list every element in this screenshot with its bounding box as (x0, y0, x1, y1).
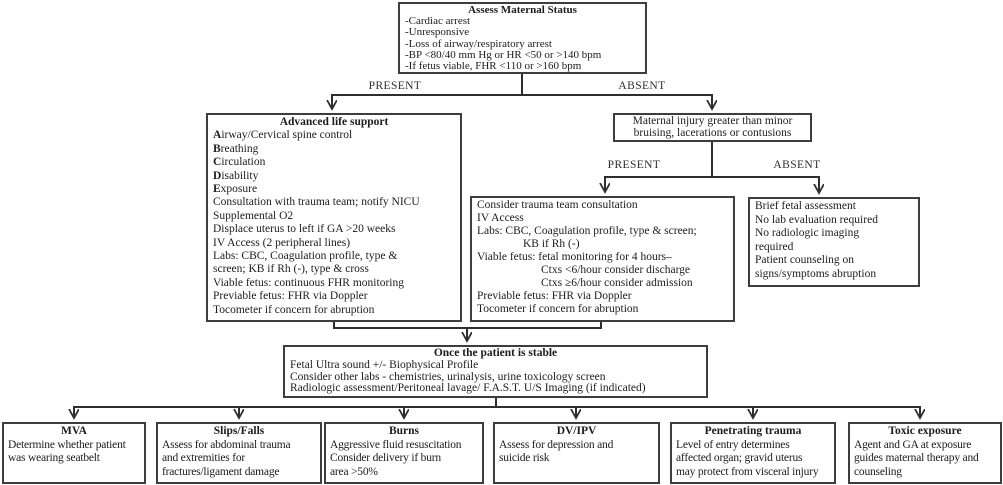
als-line: IV Access (2 peripheral lines) (213, 236, 351, 249)
outcome-line: Determine whether patient (8, 438, 126, 451)
assess-line: -BP <80/40 mm Hg or HR <50 or >140 bpm (405, 48, 602, 61)
als-line: Supplemental O2 (213, 209, 294, 222)
outcome-box-burns: Burns Aggressive fluid resuscitation Con… (324, 422, 484, 484)
outcome-box-penetrating-trauma: Penetrating trauma Level of entry determ… (670, 422, 836, 484)
als-line: Exposure (213, 183, 258, 196)
outcome-title: Burns (388, 425, 420, 437)
outcome-line: suicide risk (499, 452, 550, 464)
consult-line: Previable fetus: FHR via Doppler (477, 290, 632, 302)
outcome-line: Aggressive fluid resuscitation (330, 438, 462, 451)
outcome-line: and extremities for (162, 452, 246, 464)
advanced-life-support-box: Advanced life support Airway/Cervical sp… (206, 113, 462, 322)
outcome-box-mva: MVA Determine whether patient was wearin… (2, 422, 146, 484)
brief-line: signs/symptoms abruption (755, 267, 877, 280)
stable-line: Radiologic assessment/Peritoneal lavage/… (290, 382, 646, 395)
consult-line: Tocometer if concern for abruption (477, 303, 639, 315)
als-line: Consultation with trauma team; notify NI… (213, 196, 420, 209)
consult-line: Labs: CBC, Coagulation profile, type & s… (477, 225, 697, 237)
assess-title: Assess Maternal Status (468, 4, 577, 16)
outcome-title: Penetrating trauma (704, 425, 802, 437)
assess-line: -Unresponsive (405, 26, 470, 39)
brief-fetal-assessment-box: Brief fetal assessment No lab evaluation… (748, 197, 920, 287)
outcome-line: counseling (854, 465, 902, 478)
assess-line: -Loss of airway/respiratory arrest (405, 37, 552, 50)
als-line: Displace uterus to left if GA >20 weeks (213, 223, 396, 236)
brief-line: No lab evaluation required (755, 213, 878, 226)
assess-line: -If fetus viable, FHR <110 or >160 bpm (405, 60, 582, 73)
outcome-line: guides maternal therapy and (854, 452, 979, 464)
stable-line: Fetal Ultra sound +/- Biophysical Profil… (290, 358, 479, 371)
brief-line: Brief fetal assessment (755, 200, 856, 212)
stable-line: Consider other labs - chemistries, urina… (290, 370, 606, 383)
outcome-title: Slips/Falls (213, 425, 265, 437)
als-line: Tocometer if concern for abruption (213, 303, 375, 316)
present-label-injury: PRESENT (607, 159, 661, 171)
outcome-line: fractures/ligament damage (162, 465, 280, 478)
present-label-top: PRESENT (368, 80, 422, 92)
maternal-injury-line: bruising, lacerations or contusions (633, 127, 792, 139)
maternal-injury-line: Maternal injury greater than minor (632, 115, 793, 127)
outcome-title: DV/IPV (556, 425, 597, 437)
consult-line: IV Access (477, 212, 524, 224)
brief-line: Patient counseling on (755, 254, 855, 267)
outcome-box-toxic-exposure: Toxic exposure Agent and GA at exposure … (848, 422, 1002, 484)
stable-title: Once the patient is stable (433, 347, 558, 359)
outcome-title: Toxic exposure (888, 425, 962, 437)
als-title: Advanced life support (279, 116, 389, 128)
consult-line: Viable fetus: fetal monitoring for 4 hou… (477, 251, 672, 263)
assess-line: -Cardiac arrest (405, 15, 471, 28)
outcome-line: area >50% (330, 465, 378, 478)
outcome-line: may protect from visceral injury (676, 465, 819, 478)
als-line: Airway/Cervical spine control (213, 129, 353, 142)
outcome-line: Assess for abdominal trauma (162, 438, 291, 451)
outcome-line: Consider delivery if burn (330, 452, 441, 464)
assess-maternal-status-box: Assess Maternal Status -Cardiac arrest -… (398, 2, 647, 74)
outcome-line: was wearing seatbelt (8, 452, 100, 464)
maternal-injury-box: Maternal injury greater than minor bruis… (613, 113, 812, 142)
outcome-line: Assess for depression and (499, 438, 614, 451)
als-line: Breathing (213, 142, 259, 155)
consult-line: KB if Rh (-) (523, 238, 580, 250)
outcome-line: affected organ; gravid uterus (676, 452, 803, 464)
outcome-box-dv-ipv: DV/IPV Assess for depression and suicide… (493, 422, 660, 484)
consult-line: Ctxs ≥6/hour consider admission (541, 277, 693, 289)
trauma-consult-box: Consider trauma team consultation IV Acc… (470, 196, 735, 322)
absent-label-injury: ABSENT (773, 159, 821, 171)
outcome-line: Level of entry determines (676, 438, 790, 451)
als-line: Disability (213, 169, 259, 182)
als-line: Circulation (213, 156, 266, 169)
consult-line: Consider trauma team consultation (477, 199, 638, 211)
als-line: Previable fetus: FHR via Doppler (213, 290, 368, 303)
brief-line: No radiologic imaging (755, 227, 860, 240)
outcome-box-slips-falls: Slips/Falls Assess for abdominal trauma … (156, 422, 322, 484)
brief-line: required (755, 240, 794, 253)
als-line: Viable fetus: continuous FHR monitoring (213, 276, 404, 289)
als-line: screen; KB if Rh (-), type & cross (213, 263, 369, 276)
als-line: Labs: CBC, Coagulation profile, type & (213, 250, 398, 263)
absent-label-top: ABSENT (618, 80, 666, 92)
outcome-title: MVA (61, 425, 87, 437)
outcome-line: Agent and GA at exposure (854, 438, 972, 451)
consult-line: Ctxs <6/hour consider discharge (541, 264, 691, 276)
once-stable-box: Once the patient is stable Fetal Ultra s… (283, 345, 708, 398)
